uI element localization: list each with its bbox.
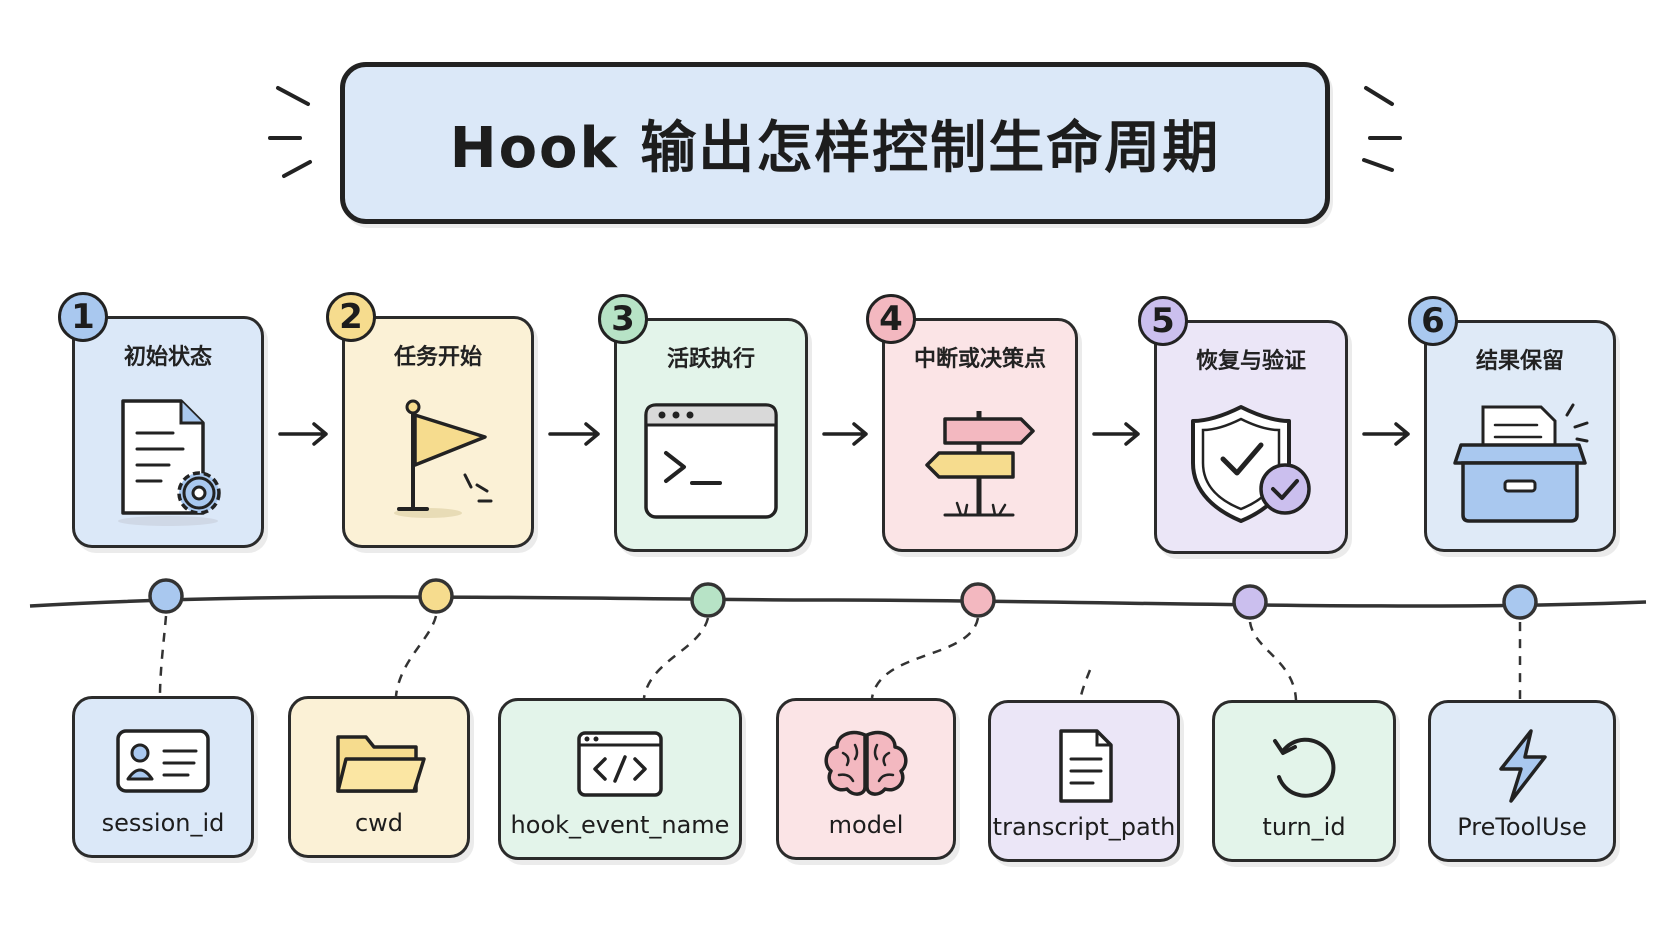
field-card-model: model — [776, 698, 956, 860]
archive-box-icon — [1427, 393, 1613, 543]
flag-icon — [345, 389, 531, 539]
step-number-badge: 2 — [326, 292, 376, 342]
refresh-icon — [1215, 725, 1393, 805]
step-card-3: 活跃执行 — [614, 318, 808, 552]
flow-arrow-icon — [548, 422, 600, 446]
terminal-window-icon — [617, 391, 805, 541]
flow-arrow-icon — [278, 422, 328, 446]
step-label: 结果保留 — [1475, 349, 1564, 374]
step-card-6: 结果保留 — [1424, 320, 1616, 552]
folder-icon — [291, 721, 467, 801]
field-label: model — [828, 811, 904, 839]
title-accent-strokes — [268, 86, 1402, 178]
step-label: 初始状态 — [123, 345, 212, 370]
dashed-connector — [1248, 621, 1298, 701]
shield-check-icon — [1157, 393, 1345, 543]
dashed-connector — [642, 617, 710, 699]
field-card-cwd: cwd — [288, 696, 470, 858]
step-number-badge: 4 — [866, 294, 916, 344]
dashed-connector — [1078, 669, 1092, 701]
step-label: 恢复与验证 — [1195, 349, 1306, 374]
field-label: transcript_path — [992, 813, 1176, 841]
step-arrows — [278, 422, 1410, 446]
dashed-connector — [870, 617, 980, 699]
field-card-pretooluse: PreToolUse — [1428, 700, 1616, 862]
step-number-badge: 6 — [1408, 296, 1458, 346]
timeline-dot — [1232, 584, 1268, 620]
step-number-badge: 5 — [1138, 296, 1188, 346]
dashed-connector — [158, 615, 168, 697]
field-label: session_id — [101, 809, 225, 837]
field-card-transcript-path: transcript_path — [988, 700, 1180, 862]
document-icon — [991, 725, 1177, 805]
field-label: cwd — [354, 809, 404, 837]
signpost-icon — [885, 391, 1075, 541]
flow-arrow-icon — [1362, 422, 1410, 446]
step-card-4: 中断或决策点 — [882, 318, 1078, 552]
field-label: hook_event_name — [510, 811, 730, 839]
field-label: turn_id — [1262, 813, 1346, 841]
brain-icon — [779, 723, 953, 803]
step-label: 任务开始 — [393, 345, 482, 370]
step-label: 活跃执行 — [666, 347, 755, 372]
field-label: PreToolUse — [1457, 813, 1587, 841]
diagram-title: Hook 输出怎样控制生命周期 — [449, 115, 1221, 181]
id-card-icon — [75, 721, 251, 801]
timeline-dot — [418, 578, 454, 614]
timeline-connectors — [158, 615, 1522, 701]
field-card-session-id: session_id — [72, 696, 254, 858]
dashed-connector — [394, 615, 438, 697]
document-gear-icon — [75, 389, 261, 539]
code-window-icon — [501, 723, 739, 803]
step-card-1: 初始状态 — [72, 316, 264, 548]
lightning-icon — [1431, 725, 1613, 805]
step-number-badge: 1 — [58, 292, 108, 342]
field-card-turn-id: turn_id — [1212, 700, 1396, 862]
flow-arrow-icon — [1092, 422, 1140, 446]
step-number-badge: 3 — [598, 294, 648, 344]
timeline-line — [29, 595, 1647, 608]
timeline-dot — [960, 582, 996, 618]
field-card-hook-event-name: hook_event_name — [498, 698, 742, 860]
timeline-dot — [148, 578, 184, 614]
timeline-dots — [148, 578, 1538, 620]
timeline-dot — [690, 582, 726, 618]
step-card-5: 恢复与验证 — [1154, 320, 1348, 554]
step-label: 中断或决策点 — [913, 347, 1046, 372]
timeline-dot — [1502, 584, 1538, 620]
step-card-2: 任务开始 — [342, 316, 534, 548]
flow-arrow-icon — [822, 422, 868, 446]
title-banner: Hook 输出怎样控制生命周期 — [340, 62, 1330, 224]
